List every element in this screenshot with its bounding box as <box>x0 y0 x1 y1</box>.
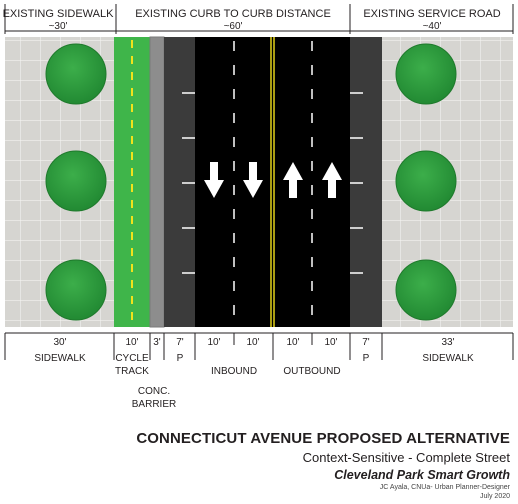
label-barrier-1: CONC. <box>138 386 170 397</box>
header-left-dim: ~30' <box>49 21 68 32</box>
label-sidewalk-right: SIDEWALK <box>422 353 474 364</box>
arrow-down-icon <box>243 162 263 198</box>
parking-lane-right <box>350 37 382 327</box>
parking-lane-left <box>164 37 195 327</box>
title-author: JC Ayala, CNUa- Urban Planner-Designer <box>379 484 510 491</box>
dim-sidewalk-left: 30' <box>53 337 66 348</box>
dim-cycle-track: 10' <box>125 337 138 348</box>
concrete-barrier <box>150 37 164 327</box>
cycle-track <box>114 37 150 327</box>
dim-parking-right: 7' <box>362 337 370 348</box>
header-dimensions <box>4 4 514 34</box>
dim-parking-left: 7' <box>176 337 184 348</box>
lane-arrows <box>204 162 342 198</box>
header-right-dim: ~40' <box>423 21 442 32</box>
header-center-label: EXISTING CURB TO CURB DISTANCE <box>135 8 331 20</box>
dim-lane-2: 10' <box>246 337 259 348</box>
label-sidewalk-left: SIDEWALK <box>34 353 86 364</box>
arrow-down-icon <box>204 162 224 198</box>
header-right-label: EXISTING SERVICE ROAD <box>363 8 500 20</box>
tree-icon <box>395 259 457 321</box>
title-main: CONNECTICUT AVENUE PROPOSED ALTERNATIVE <box>136 430 510 447</box>
street-trees <box>45 43 457 321</box>
header-center-dim: ~60' <box>224 21 243 32</box>
label-barrier-2: BARRIER <box>132 399 176 410</box>
tree-icon <box>45 259 107 321</box>
tree-icon <box>45 43 107 105</box>
dim-lane-1: 10' <box>207 337 220 348</box>
dim-sidewalk-right: 33' <box>441 337 454 348</box>
dim-lane-3: 10' <box>286 337 299 348</box>
title-date: July 2020 <box>480 493 510 500</box>
label-inbound: INBOUND <box>211 366 257 377</box>
parking-stall-ticks <box>182 92 363 274</box>
label-outbound: OUTBOUND <box>283 366 340 377</box>
tree-icon <box>395 150 457 212</box>
arrow-up-icon <box>283 162 303 198</box>
double-yellow-centerline <box>270 37 275 327</box>
bottom-dimensions <box>4 332 514 360</box>
title-organization: Cleveland Park Smart Growth <box>334 468 510 482</box>
header-left-label: EXISTING SIDEWALK <box>3 8 115 20</box>
dim-lane-4: 10' <box>324 337 337 348</box>
arrow-up-icon <box>322 162 342 198</box>
tree-icon <box>395 43 457 105</box>
tree-icon <box>45 150 107 212</box>
label-cycle-track-2: TRACK <box>115 366 149 377</box>
label-cycle-track-1: CYCLE <box>115 353 149 364</box>
title-subtitle: Context-Sensitive - Complete Street <box>302 450 510 465</box>
label-parking-left: P <box>177 353 184 364</box>
label-parking-right: P <box>363 353 370 364</box>
dim-barrier: 3' <box>153 337 161 348</box>
